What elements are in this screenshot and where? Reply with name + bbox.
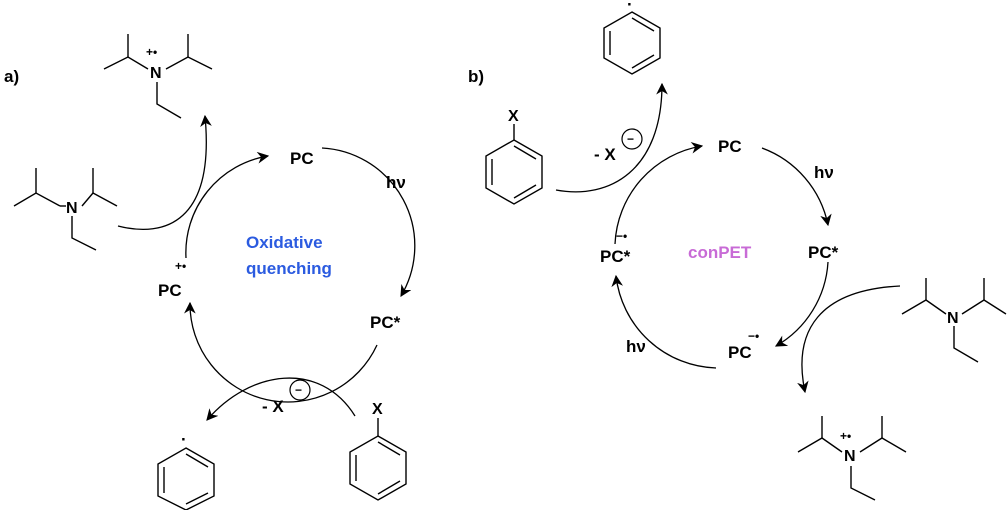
photocatalyst-label: PC <box>290 149 314 168</box>
radical-cation-charge: +• <box>175 259 186 273</box>
excited-photocatalyst-label: PC* <box>808 243 839 262</box>
cycle-a-arc-excitation <box>321 147 416 298</box>
anion-charge-circle <box>289 379 311 401</box>
dipea-radical-cation-molecule: N +• <box>797 416 907 501</box>
halide-elimination-arrow <box>206 377 356 421</box>
amine-radical-cation-nitrogen: N <box>844 448 856 465</box>
cycle-a-arc-reduction <box>184 301 378 403</box>
photocatalyst-radical-anion-label: PC <box>728 343 752 362</box>
amine-nitrogen: N <box>66 200 78 217</box>
cycle-b-arc-electron-transfer <box>614 141 704 245</box>
dipea-molecule: N <box>901 278 1007 363</box>
amine-radical-cation-charge: +• <box>840 429 851 443</box>
cycle-b-arc-first-excitation <box>761 147 832 227</box>
panel-a: a) PC hν PC* PC +• Oxidative quenching N <box>4 34 416 510</box>
aryl-halide-molecule: X <box>485 108 543 205</box>
cycle-b-arc-second-excitation <box>611 274 717 369</box>
leaving-group-label: - X <box>594 145 616 164</box>
radical-dot: · <box>181 430 187 449</box>
excited-radical-anion-charge: −• <box>616 229 627 243</box>
cycle-b-arc-reductive-quenching <box>774 261 829 347</box>
cycle-title-line1: Oxidative <box>246 233 323 252</box>
halogen-atom: X <box>372 401 383 418</box>
amine-oxidation-arrow <box>117 114 212 230</box>
amine-oxidation-arrow <box>797 285 901 394</box>
leaving-group-label: - X <box>262 397 284 416</box>
light-label-2: hν <box>626 337 646 356</box>
panel-b: b) PC hν PC* PC −• hν PC* −• conPET X - … <box>468 0 1007 501</box>
amine-radical-cation-charge: +• <box>146 45 157 59</box>
amine-nitrogen: N <box>947 310 959 327</box>
photocatalyst-label: PC <box>718 137 742 156</box>
panel-b-label: b) <box>468 67 484 86</box>
excited-photocatalyst-label: PC* <box>370 313 401 332</box>
cycle-a-arc-oxidation <box>185 151 270 259</box>
amine-radical-cation-nitrogen: N <box>150 65 162 82</box>
aryl-halide-molecule: X <box>349 401 407 501</box>
aryl-radical-molecule: · <box>157 430 215 510</box>
dipea-radical-cation-molecule: N +• <box>103 34 213 119</box>
photocatalyst-radical-cation-label: PC <box>158 281 182 300</box>
radical-dot: · <box>627 0 633 14</box>
aryl-radical-molecule: · <box>603 0 661 75</box>
radical-anion-charge: −• <box>748 329 759 343</box>
halogen-atom: X <box>508 108 519 125</box>
panel-a-label: a) <box>4 67 19 86</box>
light-label-1: hν <box>814 163 834 182</box>
anion-charge: − <box>295 383 302 397</box>
anion-charge-circle <box>621 128 643 150</box>
excited-radical-anion-label: PC* <box>600 247 631 266</box>
cycle-title-line2: quenching <box>246 259 332 278</box>
anion-charge: − <box>627 132 634 146</box>
dipea-molecule: N <box>13 168 118 251</box>
cycle-title: conPET <box>688 243 752 262</box>
light-label: hν <box>386 173 406 192</box>
halide-elimination-arrow <box>555 82 668 193</box>
